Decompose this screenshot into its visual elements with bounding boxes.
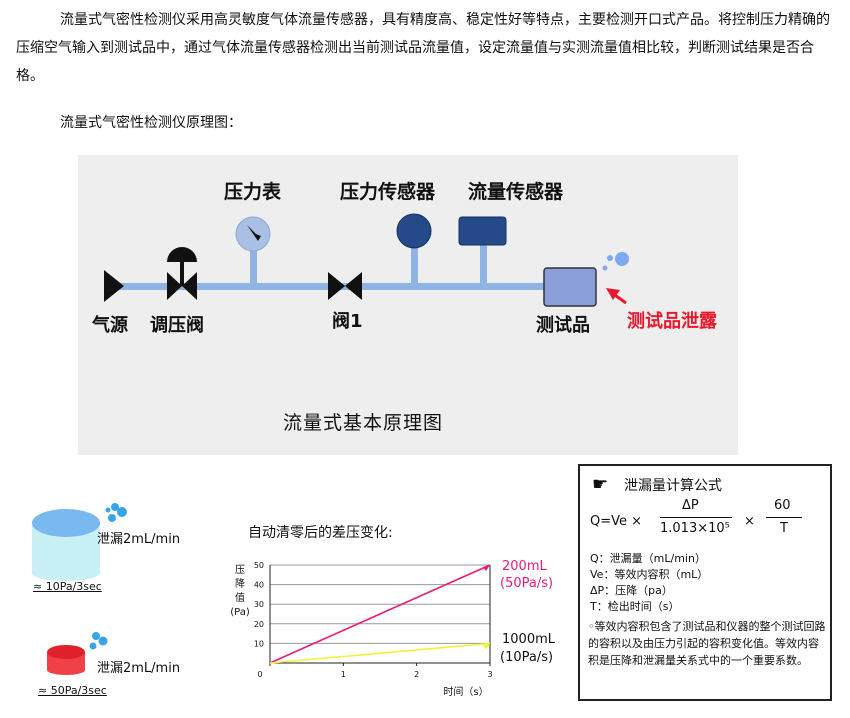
leak-bubble-medium: [607, 255, 613, 261]
pressure-sensor: [396, 213, 432, 249]
cylinder1-leak-label: 泄漏2mL/min: [97, 532, 181, 547]
formula-box: ☛ 泄漏量计算公式 Q=Ve × ΔP 1.013×10⁵ × 60 T Q：泄…: [578, 464, 832, 701]
label-leak: 测试品泄露: [627, 311, 717, 332]
cyl2-bubble-2: [98, 636, 108, 646]
diagram-title: 流量式基本原理图: [283, 412, 444, 434]
x-tick-3: 3: [487, 670, 492, 679]
diagram-svg: [104, 213, 629, 307]
cyl2-bubble-3: [89, 642, 97, 650]
cylinder-small-bottom: [47, 665, 85, 675]
pressure-gauge: [235, 216, 271, 252]
x-tick-0: 0: [257, 670, 262, 679]
formula-note: ◦等效内容积包含了测试品和仪器的整个测试回路的容积以及由压力引起的容积变化值。等…: [588, 620, 826, 667]
valve1-left: [328, 272, 345, 300]
formula-denominator: 1.013×10⁵: [660, 521, 730, 536]
valve1-right: [345, 272, 362, 300]
cyl1-bubble-2: [117, 507, 127, 517]
cyl1-bubble-3: [108, 514, 116, 522]
formula-num2: 60: [774, 498, 791, 513]
label-gauge: 压力表: [224, 181, 282, 203]
series-name-0: 200mL: [502, 559, 547, 574]
series-rate-1: (10Pa/s): [500, 650, 553, 665]
flow-sensor: [458, 216, 507, 246]
leak-arrow-head: [606, 288, 620, 300]
regulator-stem: [180, 260, 184, 286]
label-test-piece: 测试品: [536, 315, 590, 336]
formula-times: ×: [744, 514, 755, 529]
formula-fraction-bar-2: [766, 517, 802, 518]
x-axis-label: 时间（s）: [443, 685, 488, 698]
leak-bubble-small: [602, 265, 608, 271]
formula-def-ve: Ve：等效内容积（mL）: [590, 568, 709, 581]
test-piece: [543, 267, 597, 307]
regulator-valve-left: [167, 272, 182, 300]
label-regulator: 调压阀: [150, 315, 204, 336]
cyl2-bubble-1: [92, 632, 100, 640]
principle-diagram: 压力表 压力传感器 流量传感器 气源 调压阀 阀1 测试品 测试品泄露 流量式基…: [78, 155, 738, 455]
leak-bubble-large: [615, 252, 629, 266]
y-tick-10: 10: [254, 639, 264, 648]
y-tick-50: 50: [254, 561, 264, 570]
series-line-0: [269, 564, 491, 664]
pointing-hand-icon: ☛: [592, 474, 609, 495]
gauge-needle: [247, 225, 261, 241]
series-arrow-0: [483, 565, 490, 571]
cylinder2-rate: ≈ 50Pa/3sec: [38, 684, 107, 697]
pressure-sensor-stem: [411, 247, 418, 287]
gauge-stem: [250, 247, 257, 287]
air-source-triangle: [104, 270, 124, 302]
series-name-1: 1000mL: [502, 632, 556, 647]
series-arrow-1: [483, 643, 490, 650]
formula-def-t: T：检出时间（s）: [590, 600, 680, 613]
cyl1-bubble-1: [111, 503, 119, 511]
x-tick-1: 1: [341, 670, 346, 679]
y-tick-20: 20: [254, 620, 264, 629]
cylinder1-rate: ≈ 10Pa/3sec: [33, 580, 102, 593]
regulator-handle: [167, 247, 197, 262]
intro-paragraph: 流量式气密性检测仪采用高灵敏度气体流量传感器，具有精度高、稳定性好等特点，主要检…: [16, 12, 830, 84]
formula-lhs: Q=Ve ×: [590, 514, 643, 529]
diagram-subheading: 流量式气密性检测仪原理图：: [60, 115, 242, 131]
series-line-1: [269, 642, 491, 664]
cylinder2-leak-label: 泄漏2mL/min: [97, 661, 181, 676]
series-rate-0: (50Pa/s): [500, 576, 553, 591]
cyl1-bubble-4: [105, 507, 111, 513]
label-pressure-sensor: 压力传感器: [340, 181, 436, 203]
cylinder-large-top: [32, 509, 100, 537]
y-label-0: 压: [235, 564, 245, 576]
chart-title: 自动清零后的差压变化:: [248, 525, 393, 541]
y-label-2: 值: [235, 591, 245, 604]
label-air-source: 气源: [92, 315, 128, 336]
y-label-1: 降: [235, 577, 245, 590]
formula-title: 泄漏量计算公式: [624, 478, 722, 494]
flow-sensor-stem: [480, 243, 487, 287]
cylinder-large-bottom: [32, 565, 100, 581]
x-tick-2: 2: [414, 670, 419, 679]
formula-def-dp: ΔP：压降（pa）: [590, 584, 673, 597]
y-tick-30: 30: [254, 600, 264, 609]
label-flow-sensor: 流量传感器: [468, 181, 564, 203]
pressure-chart: 10 20 30 40 50 0 1 2 3 压降值 (Pa) 时间（s） 200mL (50Pa/s) 1…: [230, 559, 556, 698]
formula-fraction-bar-1: [660, 517, 732, 518]
y-label-3: (Pa): [230, 607, 250, 618]
formula-den2: T: [780, 521, 788, 536]
formula-numerator: ΔP: [682, 498, 699, 513]
cylinder-small-top: [47, 645, 85, 659]
formula-def-q: Q：泄漏量（mL/min）: [590, 552, 706, 565]
label-valve1: 阀1: [332, 311, 363, 332]
regulator-valve-right: [182, 272, 197, 300]
y-tick-40: 40: [254, 581, 264, 590]
